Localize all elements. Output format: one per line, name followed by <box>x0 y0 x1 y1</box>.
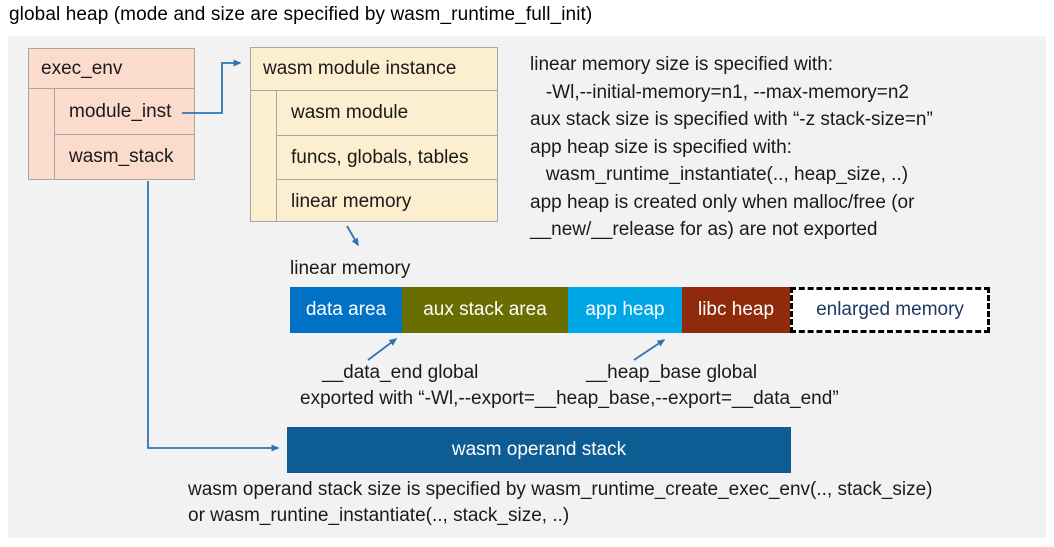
diagram-title: global heap (mode and size are specified… <box>9 4 593 25</box>
heap-base-global-label: __heap_base global <box>586 362 758 383</box>
segment-data-area: data area <box>290 287 402 333</box>
exec-env-row-wasm-stack: wasm_stack <box>55 134 194 179</box>
segment-aux-stack-area: aux stack area <box>402 287 568 333</box>
module-instance-row-wasm-module: wasm module <box>291 102 409 123</box>
module-instance-rows: wasm module funcs, globals, tables linea… <box>276 91 497 222</box>
notes-block: linear memory size is specified with: -W… <box>530 51 1035 244</box>
module-instance-header: wasm module instance <box>251 48 497 91</box>
note-line: linear memory size is specified with: <box>530 54 834 75</box>
segment-enlarged-memory: enlarged memory <box>790 287 990 333</box>
module-instance-row-funcs-globals-tables: funcs, globals, tables <box>277 135 497 179</box>
segment-app-heap: app heap <box>568 287 682 333</box>
wasm-operand-stack-bar: wasm operand stack <box>287 427 791 473</box>
note-line: app heap size is specified with: <box>530 136 792 158</box>
note-line: app heap is created only when malloc/fre… <box>530 191 915 213</box>
exec-env-rows: module_inst wasm_stack <box>54 89 194 180</box>
linear-memory-label: linear memory <box>290 258 411 279</box>
footer-line: or wasm_runtine_instantiate(.., stack_si… <box>188 505 570 526</box>
footer-notes: wasm operand stack size is specified by … <box>188 477 933 529</box>
exec-env-header: exec_env <box>29 49 194 89</box>
segment-libc-heap: libc heap <box>682 287 790 333</box>
note-line: aux stack size is specified with “-z sta… <box>530 109 933 130</box>
exported-with-label: exported with “-Wl,--export=__heap_base,… <box>300 388 839 409</box>
exec-env-box: exec_env module_inst wasm_stack <box>28 48 195 180</box>
note-line: -Wl,--initial-memory=n1, --max-memory=n2 <box>530 81 909 103</box>
module-instance-row-linear-memory: linear memory <box>277 179 497 223</box>
linear-memory-bar: data area aux stack area app heap libc h… <box>290 287 990 333</box>
footer-line: wasm operand stack size is specified by … <box>188 479 933 500</box>
note-line: __new/__release for as) are not exported <box>530 219 878 240</box>
module-instance-box: wasm module instance wasm module funcs, … <box>250 47 498 222</box>
exec-env-row-module-inst: module_inst <box>69 100 172 122</box>
note-line: wasm_runtime_instantiate(.., heap_size, … <box>530 164 909 185</box>
data-end-global-label: __data_end global <box>322 362 479 383</box>
